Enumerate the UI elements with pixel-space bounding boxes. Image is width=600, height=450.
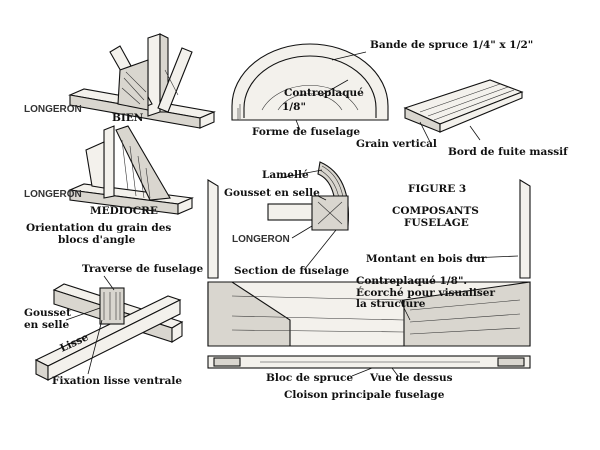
label-plywood-former-thickness: 1/8"	[282, 101, 306, 113]
label-spruce-strip: Bande de spruce 1/4" x 1/2"	[370, 39, 533, 51]
label-plywood-former: Contreplaqué	[284, 87, 364, 99]
label-mediocre: MEDIOCRE	[90, 205, 158, 217]
label-spar-good: LONGERON	[24, 104, 82, 115]
main-bulkhead-drawing	[207, 179, 531, 369]
label-main-bulkhead: Cloison principale fuselage	[284, 389, 445, 401]
label-fuselage-section: Section de fuselage	[234, 265, 349, 277]
label-good: BIEN	[112, 112, 144, 124]
label-saddle-gusset-1: Gousset	[24, 307, 71, 319]
label-vertical-grain: Grain vertical	[356, 138, 437, 150]
label-solid-trailing-edge: Bord de fuite massif	[448, 146, 569, 158]
leader-lines	[65, 51, 519, 377]
label-plywood-cutaway-1: Contreplaqué 1/8".	[356, 275, 467, 287]
label-spar-mediocre: LONGERON	[24, 189, 82, 200]
label-fuselage-heading: FUSELAGE	[404, 217, 469, 229]
corner-block-mediocre-drawing	[67, 125, 195, 215]
label-laminated: Lamellé	[262, 169, 309, 181]
label-plywood-cutaway-2: Écorché pour visualiser	[356, 285, 495, 299]
label-grain-orientation-2: blocs d'angle	[58, 234, 136, 246]
label-grain-orientation-1: Orientation du grain des	[26, 222, 171, 234]
label-top-view: Vue de dessus	[369, 372, 453, 384]
label-spruce-block: Bloc de spruce	[266, 372, 353, 384]
trailing-edge-drawing	[403, 79, 524, 133]
fuselage-former-drawing	[231, 43, 389, 121]
label-saddle-gusset-2: en selle	[24, 319, 70, 331]
corner-block-good-drawing	[68, 33, 216, 129]
label-saddle-gusset-detail: Gousset en selle	[224, 187, 320, 199]
label-fuselage-cross-member: Traverse de fuselage	[82, 263, 204, 275]
label-plywood-cutaway-3: la structure	[356, 298, 426, 310]
label-components: COMPOSANTS	[392, 205, 479, 217]
laminated-former-detail-drawing	[267, 161, 349, 231]
label-figure-number: FIGURE 3	[408, 183, 466, 195]
label-spar-detail: LONGERON	[232, 234, 290, 245]
cross-member-joint-drawing	[34, 283, 184, 381]
label-ventral-stringer-fixing: Fixation lisse ventrale	[52, 375, 182, 387]
label-fuselage-former: Forme de fuselage	[252, 126, 360, 138]
label-hardwood-upright: Montant en bois dur	[366, 253, 487, 265]
